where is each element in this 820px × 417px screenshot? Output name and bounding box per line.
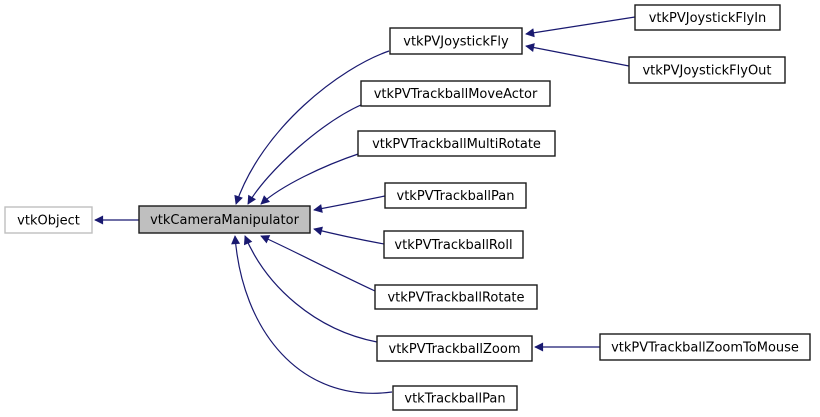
edge-vtkPVTrackballMoveActor-to-vtkCameraManipulator xyxy=(247,103,364,205)
edge-vtkPVTrackballMultiRotate-to-vtkCameraManipulator xyxy=(260,152,362,205)
edge-vtkPVTrackballPan-to-vtkCameraManipulator xyxy=(313,195,386,213)
class-node-vtkPVTrackballMultiRotate[interactable]: vtkPVTrackballMultiRotate xyxy=(357,130,556,157)
class-node-box-vtkPVJoystickFlyOut[interactable] xyxy=(628,56,786,84)
edge-vtkTrackballPan-to-vtkCameraManipulator xyxy=(231,235,393,394)
class-node-vtkPVTrackballRotate[interactable]: vtkPVTrackballRotate xyxy=(374,284,538,310)
class-node-vtkPVJoystickFly[interactable]: vtkPVJoystickFly xyxy=(389,27,523,55)
class-node-vtkPVTrackballPan[interactable]: vtkPVTrackballPan xyxy=(384,182,527,209)
edge-vtkPVTrackballZoom-to-vtkCameraManipulator xyxy=(243,235,378,343)
class-node-box-vtkPVTrackballRotate[interactable] xyxy=(374,284,538,310)
class-node-box-vtkPVTrackballZoom[interactable] xyxy=(376,335,533,362)
class-node-box-vtkPVJoystickFlyIn[interactable] xyxy=(634,4,781,31)
edge-vtkPVJoystickFly-to-vtkCameraManipulator xyxy=(234,50,390,205)
class-node-box-vtkPVTrackballMoveActor[interactable] xyxy=(360,80,551,107)
edge-vtkPVJoystickFlyOut-to-vtkPVJoystickFly xyxy=(525,43,630,67)
edge-vtkPVTrackballRotate-to-vtkCameraManipulator xyxy=(260,235,376,292)
class-node-box-vtkCameraManipulator[interactable] xyxy=(138,205,311,234)
edge-vtkPVJoystickFlyIn-to-vtkPVJoystickFly xyxy=(525,16,636,38)
class-node-box-vtkPVTrackballRoll[interactable] xyxy=(383,230,524,259)
class-node-vtkPVTrackballZoom[interactable]: vtkPVTrackballZoom xyxy=(376,335,533,362)
class-node-vtkObject: vtkObject xyxy=(4,206,93,234)
class-node-box-vtkPVTrackballZoomToMouse[interactable] xyxy=(599,333,811,361)
edge-vtkPVTrackballRoll-to-vtkCameraManipulator xyxy=(313,226,385,245)
class-node-box-vtkPVTrackballPan[interactable] xyxy=(384,182,527,209)
class-node-vtkPVJoystickFlyIn[interactable]: vtkPVJoystickFlyIn xyxy=(634,4,781,31)
class-node-vtkPVTrackballMoveActor[interactable]: vtkPVTrackballMoveActor xyxy=(360,80,551,107)
class-node-vtkPVTrackballRoll[interactable]: vtkPVTrackballRoll xyxy=(383,230,524,259)
class-node-box-vtkTrackballPan[interactable] xyxy=(392,385,518,411)
class-node-box-vtkPVTrackballMultiRotate[interactable] xyxy=(357,130,556,157)
class-node-vtkPVJoystickFlyOut[interactable]: vtkPVJoystickFlyOut xyxy=(628,56,786,84)
class-node-vtkCameraManipulator[interactable]: vtkCameraManipulator xyxy=(138,205,311,234)
class-node-vtkPVTrackballZoomToMouse[interactable]: vtkPVTrackballZoomToMouse xyxy=(599,333,811,361)
class-node-box-vtkPVJoystickFly[interactable] xyxy=(389,27,523,55)
class-node-box-vtkObject xyxy=(4,206,93,234)
class-node-vtkTrackballPan[interactable]: vtkTrackballPan xyxy=(392,385,518,411)
